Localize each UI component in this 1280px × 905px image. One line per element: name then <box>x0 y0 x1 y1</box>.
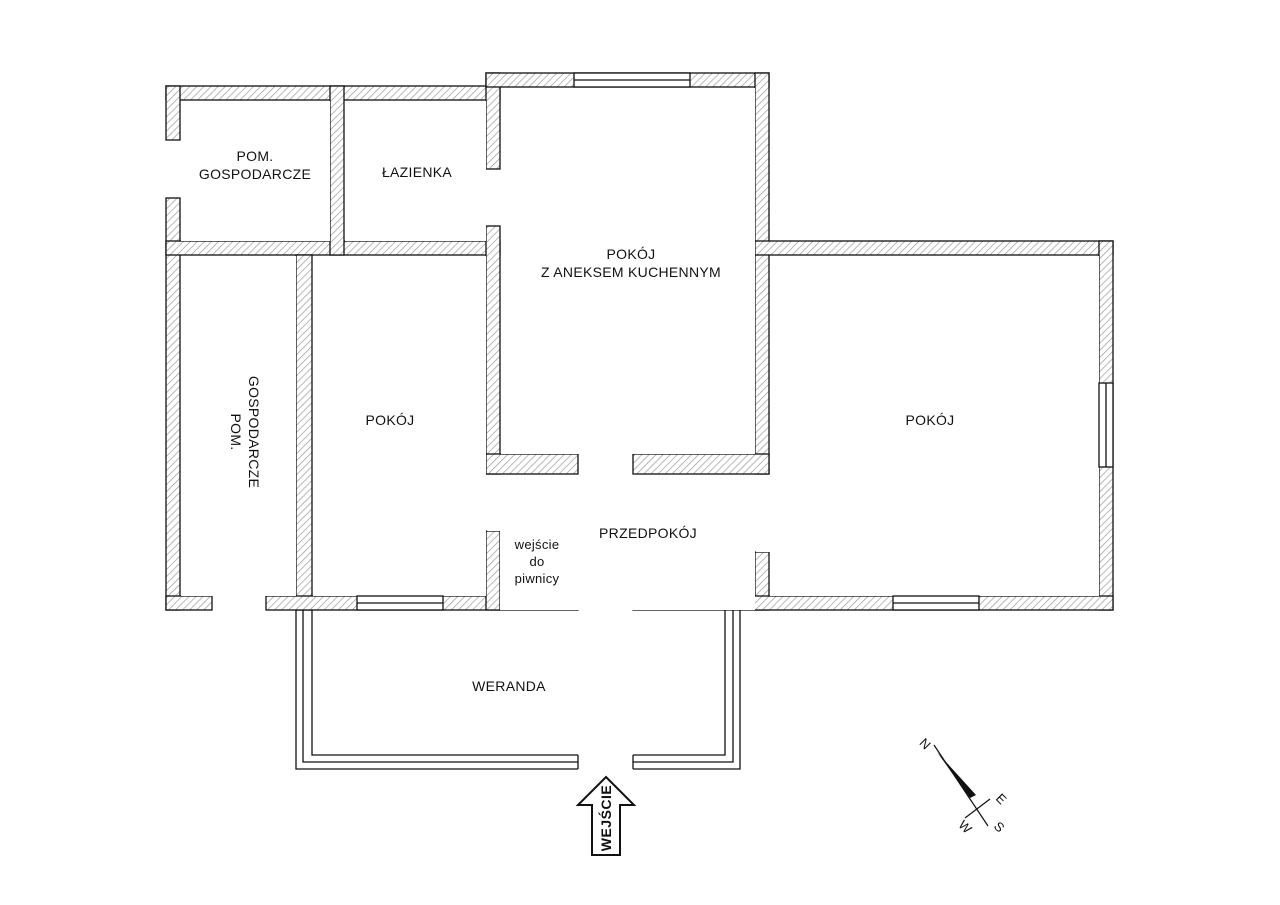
label-piwnica-1: wejście <box>514 537 560 552</box>
compass-needle-icon <box>937 752 976 798</box>
label-lazienka: ŁAZIENKA <box>382 164 452 180</box>
wall-right-top <box>754 240 1114 256</box>
compass-s: S <box>991 818 1008 835</box>
wall-gosp-pokoj <box>295 254 313 611</box>
label-piwnica-2: do <box>529 554 544 569</box>
label-pokoj-kuchnia-2: Z ANEKSEM KUCHENNYM <box>541 264 721 280</box>
label-pom-gosp-left-2: GOSPODARCZE <box>246 376 262 488</box>
wall-kitchen-left-lower <box>485 225 501 475</box>
label-wejscie: WEJŚCIE <box>597 785 614 852</box>
up-arrow-icon <box>575 775 637 856</box>
compass: N E S W <box>917 735 1010 837</box>
compass-n: N <box>917 735 934 752</box>
room-labels: POM. GOSPODARCZE ŁAZIENKA POKÓJ Z ANEKSE… <box>199 148 955 694</box>
compass-w: W <box>956 817 976 837</box>
compass-we-axis <box>964 798 991 819</box>
compass-e: E <box>993 790 1010 807</box>
label-piwnica-3: piwnicy <box>515 571 560 586</box>
label-weranda: WERANDA <box>472 678 546 694</box>
wall-kitchen-bottom-right <box>632 453 770 475</box>
label-pokoj-middle: POKÓJ <box>366 412 415 428</box>
wall-bottom-gosp-left <box>165 595 213 611</box>
wall-kitchen-right <box>754 72 770 475</box>
windows <box>356 72 1114 611</box>
wall-gosp-lazienka <box>329 85 345 256</box>
wall-left-upper <box>165 85 181 141</box>
entrance-arrow: WEJŚCIE <box>575 775 637 856</box>
compass-ns-axis <box>933 744 989 827</box>
wall-left-lower <box>165 197 181 611</box>
label-przedpokoj: PRZEDPOKÓJ <box>599 525 697 541</box>
wall-joints <box>181 88 1099 610</box>
wall-kitchen-bottom-left <box>485 453 579 475</box>
label-pokoj-kuchnia-1: POKÓJ <box>607 246 656 262</box>
label-pokoj-right: POKÓJ <box>906 412 955 428</box>
wall-piwnica-stub <box>485 530 501 611</box>
veranda-walls <box>295 610 741 770</box>
label-pom-gosp-top-2: GOSPODARCZE <box>199 166 311 182</box>
label-pom-gosp-left-1: POM. <box>228 414 244 451</box>
label-pom-gosp-top-1: POM. <box>237 148 274 164</box>
